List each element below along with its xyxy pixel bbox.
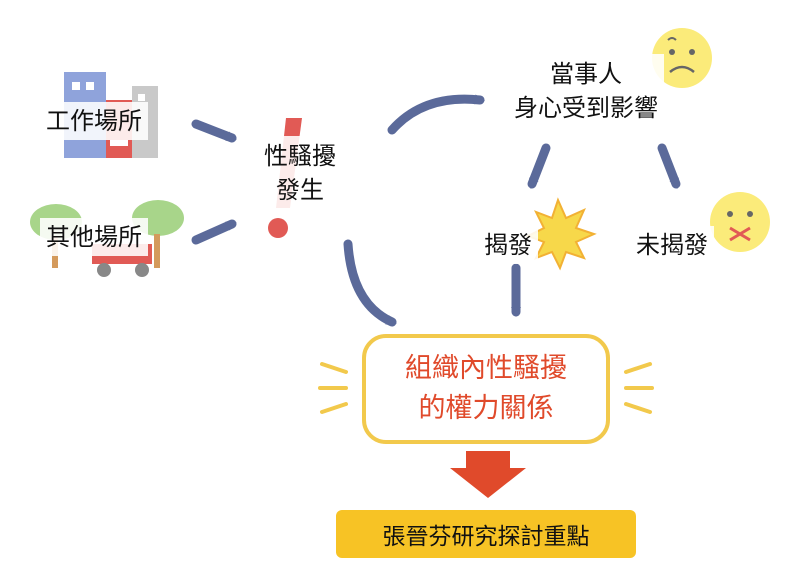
arrow-affected-to-disclosed: [527, 143, 551, 189]
connection-arrows: [191, 94, 681, 327]
center-line2: 的權力關係: [418, 393, 554, 424]
node-workplace: 工作場所: [40, 102, 148, 140]
node-undisclosed: 未揭發: [630, 226, 714, 264]
center-box: 組織內性騷擾 的權力關係: [362, 334, 610, 444]
node-occurrence-line2: 發生: [276, 176, 324, 204]
node-affected: 當事人 身心受到影響: [508, 54, 664, 128]
conclusion-box: 張晉芬研究探討重點: [336, 510, 636, 558]
arrow-occurrence-to-affected: [387, 94, 485, 135]
burst-icon: [525, 197, 597, 271]
down-arrow-icon: [450, 451, 526, 498]
arrow-occurrence-to-center: [343, 239, 397, 327]
node-occurrence-line1: 性騷擾: [264, 142, 336, 170]
silenced-face-icon: [710, 192, 770, 252]
arrow-other-to-occurrence: [191, 219, 237, 245]
node-other-place: 其他場所: [40, 218, 148, 256]
conclusion-text: 張晉芬研究探討重點: [382, 524, 590, 550]
arrow-affected-to-undisclosed: [657, 143, 681, 189]
node-disclosed: 揭發: [478, 226, 538, 264]
node-affected-line1: 當事人: [550, 60, 622, 88]
emphasis-ticks: [318, 362, 654, 414]
node-affected-line2: 身心受到影響: [514, 94, 658, 122]
center-line1: 組織內性騷擾: [405, 353, 567, 384]
arrow-workplace-to-occurrence: [191, 119, 237, 143]
sad-face-icon: [652, 28, 712, 88]
node-occurrence: 性騷擾 發生: [258, 136, 342, 210]
